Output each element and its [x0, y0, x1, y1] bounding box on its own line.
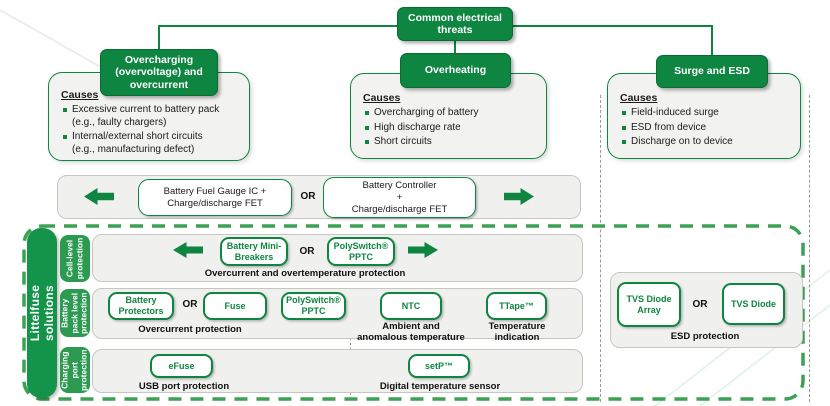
littelfuse-solutions-bar: Littelfuse solutions — [27, 228, 57, 398]
threat-overheating-label: Overheating — [424, 64, 487, 77]
littelfuse-solutions-label: Littelfuse solutions — [28, 284, 56, 342]
battery-controller-box: Battery Controller + Charge/discharge FE… — [323, 177, 476, 218]
causes-list: Overcharging of battery High discharge r… — [363, 107, 536, 149]
common-threats-label: Common electrical threats — [408, 11, 502, 37]
digital-temp-sensor-caption: Digital temperature sensor — [379, 381, 501, 392]
threat-overcharging-box: Overcharging (overvoltage) and overcurre… — [100, 49, 218, 96]
cause-item: ESD from device — [620, 122, 790, 135]
threat-surge-box: Surge and ESD — [656, 55, 768, 88]
fuse-label: Fuse — [224, 300, 246, 311]
setp-label: setP™ — [424, 360, 453, 371]
cause-item: Discharge on to device — [620, 136, 790, 149]
tab-charging-port-label: Charging port protection — [59, 349, 89, 391]
tvs-diode-array-box: TVS Diode Array — [617, 282, 681, 327]
fuse-box: Fuse — [203, 292, 267, 320]
causes-list: Field-induced surge ESD from device Disc… — [620, 107, 790, 149]
polyswitch-pptc-label: PolySwitch® PPTC — [333, 240, 389, 262]
or-label: OR — [182, 299, 198, 310]
tab-cell-level-protection: Cell-level protection — [60, 235, 90, 282]
polyswitch-pptc-box: PolySwitch® PPTC — [327, 237, 395, 266]
cause-item: Excessive current to battery pack (e.g.,… — [61, 104, 239, 129]
battery-mini-breakers-label: Battery Mini- Breakers — [226, 240, 282, 262]
tab-charging-port-protection: Charging port protection — [60, 347, 90, 393]
polyswitch-pptc-box: PolySwitch® PPTC — [281, 292, 346, 320]
ntc-label: NTC — [401, 300, 421, 311]
or-label: OR — [692, 299, 708, 310]
or-label: OR — [300, 191, 316, 202]
esd-protection-caption: ESD protection — [670, 331, 740, 342]
connector-vertical-left — [158, 25, 160, 55]
dashed-guide-right — [809, 95, 810, 402]
tab-cell-level-label: Cell-level protection — [64, 237, 85, 280]
cause-item: Short circuits — [363, 136, 536, 149]
causes-heading: Causes — [620, 92, 658, 104]
ttape-label: TTape™ — [499, 300, 534, 311]
threat-overheating-box: Overheating — [400, 53, 511, 88]
causes-heading: Causes — [61, 89, 99, 101]
battery-protectors-box: Battery Protectors — [108, 292, 174, 320]
tvs-diode-array-label: TVS Diode Array — [626, 293, 672, 315]
connector-vertical-middle — [454, 38, 456, 56]
battery-fuel-gauge-label: Battery Fuel Gauge IC + Charge/discharge… — [163, 185, 267, 209]
overcurrent-protection-caption: Overcurrent protection — [138, 324, 242, 335]
causes-heading: Causes — [363, 92, 401, 104]
or-label: OR — [299, 246, 315, 257]
tvs-diode-label: TVS Diode — [730, 298, 776, 309]
cause-item: High discharge rate — [363, 122, 536, 135]
tvs-diode-box: TVS Diode — [722, 283, 785, 325]
dashed-guide-left — [600, 95, 601, 402]
battery-fuel-gauge-box: Battery Fuel Gauge IC + Charge/discharge… — [138, 179, 292, 216]
polyswitch-pptc-label: PolySwitch® PPTC — [286, 295, 341, 316]
cell-row-caption: Overcurrent and overtemperature protecti… — [204, 268, 406, 279]
ntc-caption: Ambient and anomalous temperature — [357, 321, 465, 343]
cause-item: Field-induced surge — [620, 107, 790, 120]
cause-item: Overcharging of battery — [363, 107, 536, 120]
common-threats-box: Common electrical threats — [397, 7, 513, 41]
row-divider-dashed — [350, 288, 351, 395]
threat-surge-label: Surge and ESD — [674, 65, 750, 78]
ntc-box: NTC — [380, 292, 442, 320]
causes-list: Excessive current to battery pack (e.g.,… — [61, 104, 239, 156]
threat-overcharging-label: Overcharging (overvoltage) and overcurre… — [115, 53, 203, 91]
efuse-box: eFuse — [150, 354, 213, 378]
battery-controller-label: Battery Controller + Charge/discharge FE… — [351, 179, 448, 215]
usb-port-protection-caption: USB port protection — [138, 381, 230, 392]
setp-box: setP™ — [408, 354, 470, 378]
ttape-caption: Temperature indication — [488, 321, 546, 343]
battery-protectors-label: Battery Protectors — [118, 295, 164, 316]
tab-battery-pack-label: Battery pack level protection — [59, 292, 89, 334]
tab-battery-pack-protection: Battery pack level protection — [60, 289, 90, 337]
battery-mini-breakers-box: Battery Mini- Breakers — [220, 237, 288, 266]
ttape-box: TTape™ — [486, 292, 547, 320]
efuse-label: eFuse — [168, 360, 195, 371]
cause-item: Internal/external short circuits (e.g., … — [61, 131, 239, 156]
connector-vertical-right — [711, 25, 713, 58]
